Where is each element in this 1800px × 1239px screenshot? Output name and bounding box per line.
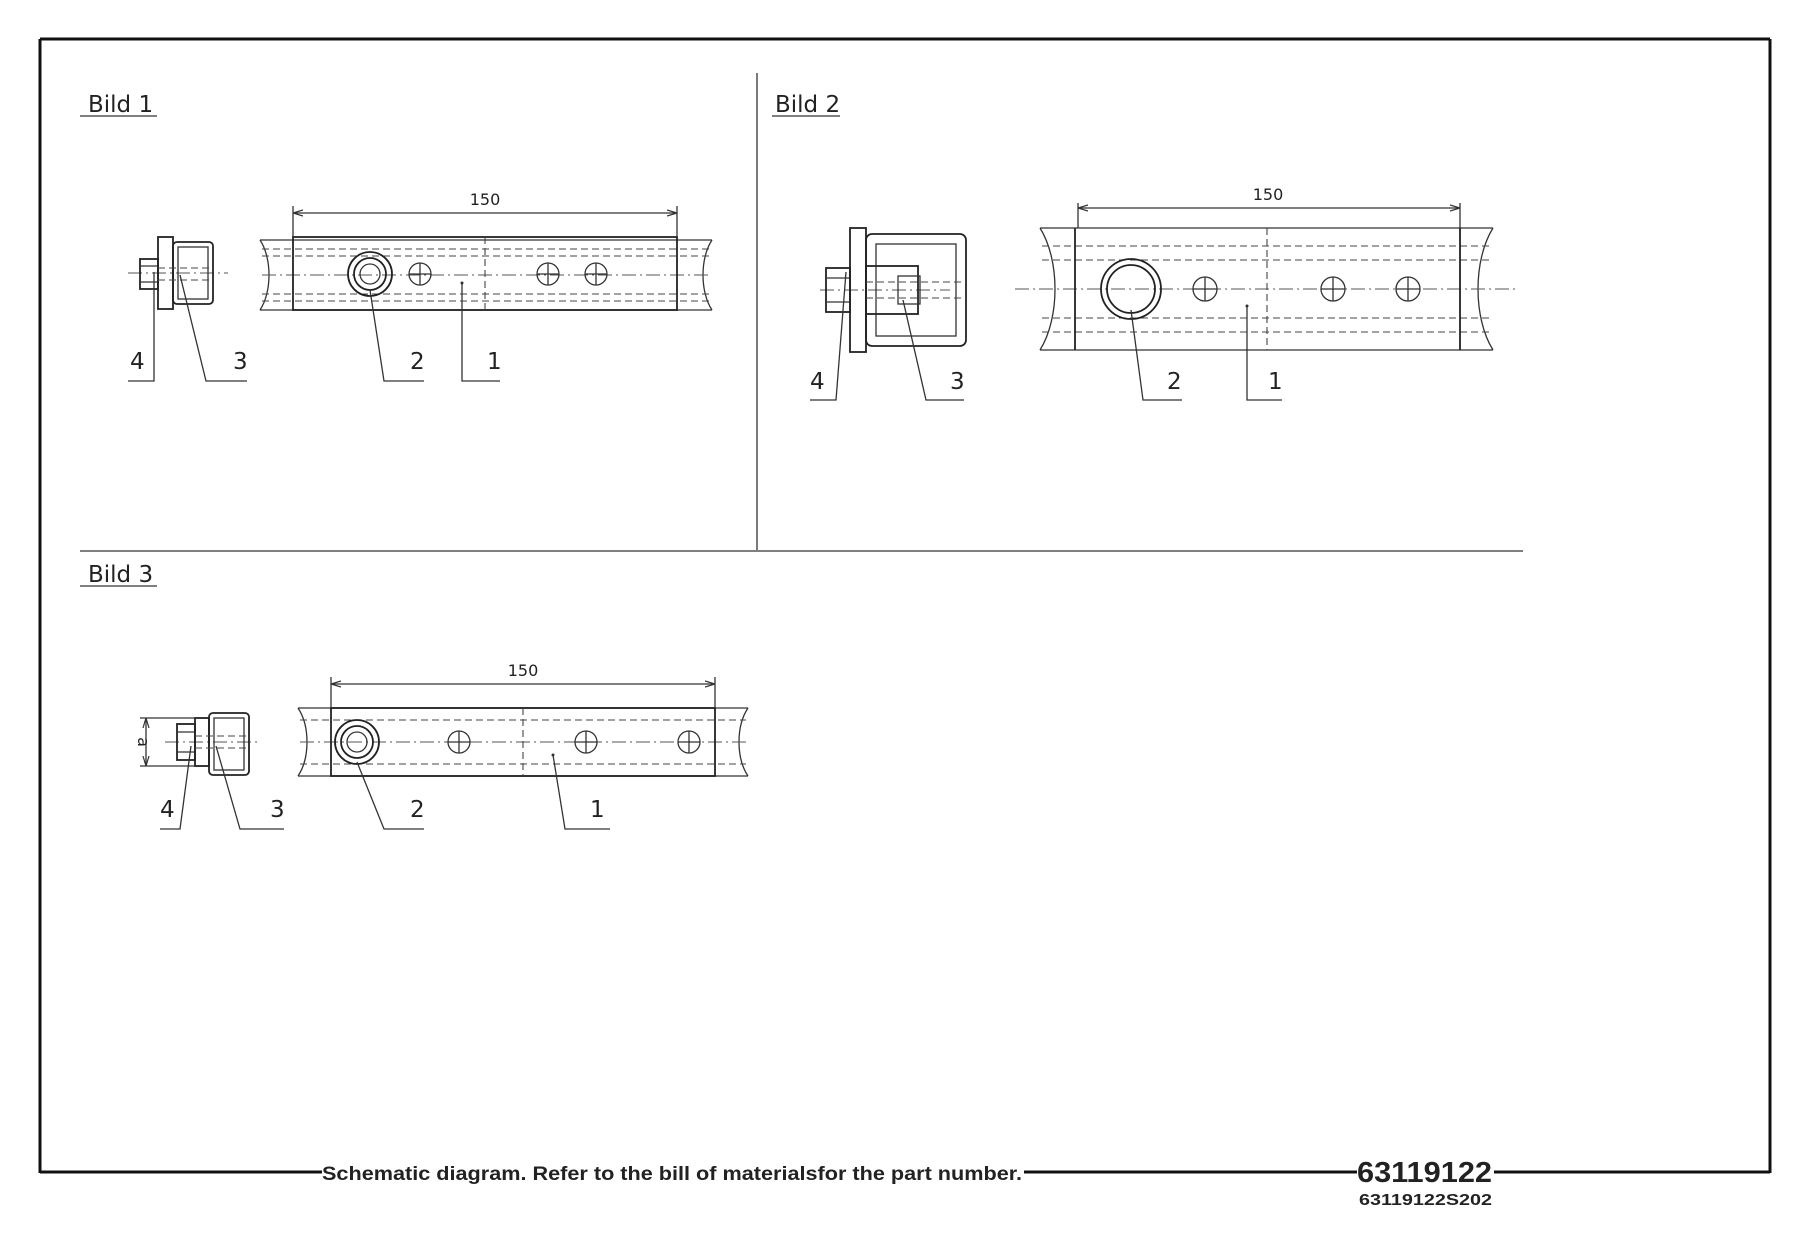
callout-1: 1	[1268, 369, 1283, 395]
footer-note: Schematic diagram. Refer to the bill of …	[322, 1164, 1022, 1185]
rail-assembly	[1015, 227, 1515, 351]
callout-3: 3	[233, 349, 248, 375]
view-title: Bild 3	[88, 562, 153, 588]
callout-1: 1	[590, 797, 605, 823]
dimension-label: 150	[1253, 185, 1284, 204]
callout-4: 4	[160, 797, 175, 823]
dimension-label: 150	[470, 190, 501, 209]
drawing-number: 63119122S202	[1359, 1192, 1492, 1209]
part-number: 63119122	[1357, 1157, 1492, 1189]
callout-2: 2	[410, 797, 425, 823]
view-dividers	[80, 73, 1523, 552]
dimension-a-label: a	[134, 737, 153, 747]
dimension-150: 150	[292, 190, 678, 237]
callout-2: 2	[410, 349, 425, 375]
callout-2: 2	[1167, 369, 1182, 395]
callout-3: 3	[950, 369, 965, 395]
callout-leaders	[810, 271, 1282, 401]
sheet-border	[38, 37, 1772, 1173]
dimension-150: 150	[330, 661, 716, 708]
view-title: Bild 2	[775, 92, 840, 118]
view-title: Bild 1	[88, 92, 153, 118]
rail-assembly	[297, 707, 749, 777]
dimension-label: 150	[508, 661, 539, 680]
rail-assembly	[259, 236, 713, 311]
view-bild-1: Bild 1	[80, 92, 713, 382]
callout-leaders	[160, 745, 610, 830]
side-view-clamp	[128, 236, 228, 310]
callout-4: 4	[130, 349, 145, 375]
view-bild-3: Bild 3 a	[80, 562, 749, 830]
dimension-a: a	[134, 717, 195, 767]
callout-1: 1	[487, 349, 502, 375]
view-bild-2: Bild 2	[772, 92, 1515, 401]
callout-3: 3	[270, 797, 285, 823]
callout-4: 4	[810, 369, 825, 395]
dimension-150: 150	[1077, 185, 1461, 228]
callout-leaders	[128, 272, 500, 382]
side-view-clamp	[820, 227, 967, 353]
side-view-clamp	[165, 712, 258, 776]
footer: Schematic diagram. Refer to the bill of …	[40, 1157, 1770, 1209]
